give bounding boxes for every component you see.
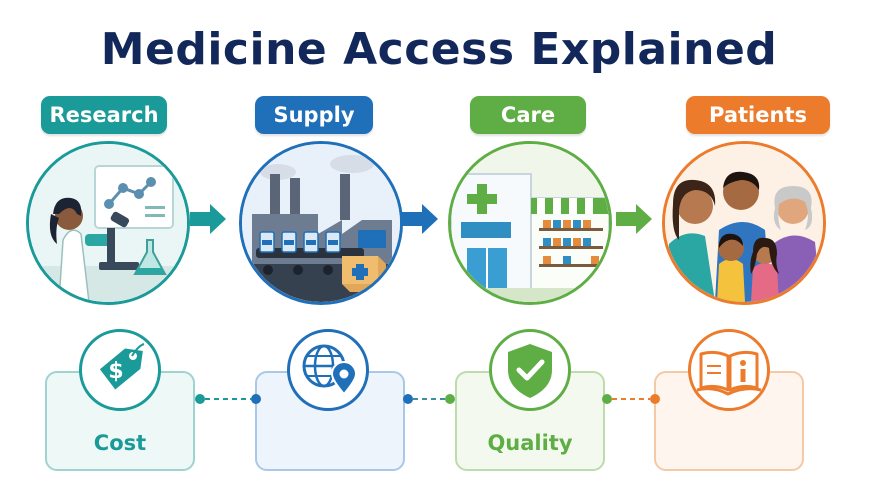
- stage-pill-patients: Patients: [686, 96, 830, 134]
- scientist-microscope-illustration: [29, 144, 187, 302]
- dashed-connector: [602, 394, 660, 404]
- factor-label-quality: Quality: [487, 431, 573, 455]
- flow-arrow-right-icon: [616, 204, 652, 234]
- badge-quality: [489, 329, 571, 411]
- factor-label-cost: Cost: [93, 431, 147, 455]
- dashed-connector: [403, 394, 455, 404]
- family-group-illustration: [665, 144, 823, 302]
- stage-supply-image: [239, 141, 403, 305]
- pharmacy-building-illustration: [451, 144, 609, 302]
- dashed-connector: [195, 394, 261, 404]
- stage-patients-image: [662, 141, 826, 305]
- flow-arrow-right-icon: [190, 204, 226, 234]
- factor-card-cost: Cost: [45, 371, 195, 471]
- page-title: Medicine Access Explained: [100, 24, 778, 75]
- stage-pill-research: Research: [41, 96, 167, 134]
- stage-research-image: [26, 141, 190, 305]
- flow-arrow-right-icon: [402, 204, 438, 234]
- factory-conveyor-illustration: [242, 144, 400, 302]
- stage-care-image: [448, 141, 612, 305]
- price-tag-dollar-icon: $: [99, 343, 145, 390]
- open-book-info-icon: [696, 350, 762, 396]
- badge-information: [688, 329, 770, 411]
- stage-pill-supply: Supply: [255, 96, 373, 134]
- stage-pill-care: Care: [470, 96, 586, 134]
- globe-location-pin-icon: [302, 344, 358, 396]
- shield-check-icon: [508, 344, 552, 398]
- svg-text:$: $: [108, 359, 123, 384]
- badge-access: [287, 329, 369, 411]
- badge-cost: $: [79, 329, 161, 411]
